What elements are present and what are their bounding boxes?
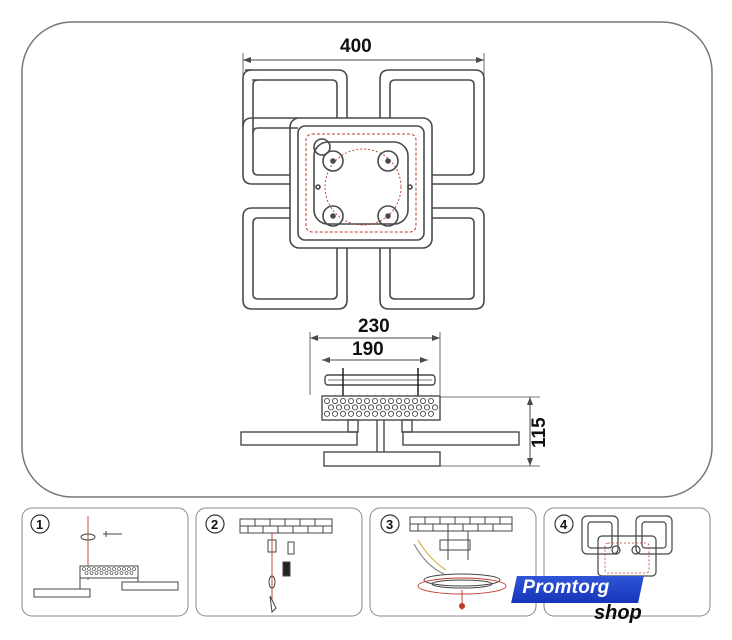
perforation-dot: [132, 567, 136, 571]
perforation-dot: [89, 571, 94, 575]
height-label: 115: [529, 417, 550, 448]
perforation-dot: [427, 397, 434, 404]
logo-bottom-text: shop: [594, 602, 642, 624]
arm-bottom-right: [379, 207, 485, 310]
perforation-dot: [395, 397, 402, 404]
step-3-panel: 3: [369, 507, 537, 617]
perforation-dot: [415, 404, 422, 411]
perforation-dot: [355, 410, 362, 417]
perforation-dot: [411, 397, 418, 404]
perforation-dot: [355, 397, 362, 404]
perforation-dot: [339, 397, 346, 404]
step-2-number: 2: [211, 517, 218, 532]
perforation-dot: [407, 404, 414, 411]
base-inner-width-label: 190: [352, 339, 384, 360]
perforation-dot: [97, 567, 101, 571]
perforation-dot: [379, 397, 386, 404]
perforation-dot: [343, 404, 350, 411]
perforation-dot: [107, 567, 111, 571]
logo-top-badge: Promtorg: [511, 576, 644, 603]
logo-top-text: Promtorg: [522, 577, 610, 598]
step-2-panel: 2: [195, 507, 363, 617]
perforation-dot: [124, 571, 129, 575]
perforation-dot: [427, 410, 434, 417]
perforation-dot: [347, 410, 354, 417]
perforation-dot: [323, 410, 330, 417]
perforation-dot: [403, 397, 410, 404]
perforation-dot: [371, 410, 378, 417]
perforation-dot: [104, 571, 109, 575]
perforation-dot: [379, 410, 386, 417]
perforation-dot: [112, 567, 116, 571]
perforation-dot: [383, 404, 390, 411]
perforation-dot: [92, 567, 96, 571]
arm-top-right: [379, 69, 485, 185]
perforation-dot: [323, 397, 330, 404]
main-drawing-frame: [21, 21, 713, 498]
perforation-dot: [403, 410, 410, 417]
perforation-dot: [431, 404, 438, 411]
top-width-label: 400: [340, 36, 372, 57]
perforation-dot: [335, 404, 342, 411]
perforation-dot: [411, 410, 418, 417]
perforation-dot: [371, 397, 378, 404]
perforation-dot: [375, 404, 382, 411]
perforation-dot: [367, 404, 374, 411]
perforation-dot: [363, 397, 370, 404]
base-width-label: 230: [358, 316, 390, 337]
perforation-dot: [109, 571, 114, 575]
perforation-dot: [399, 404, 406, 411]
arm-bottom-left: [242, 207, 348, 310]
perforation-dot: [117, 567, 121, 571]
perforation-dot: [363, 410, 370, 417]
top-view-drawing: [242, 53, 485, 310]
perforation-dot: [82, 567, 86, 571]
perforation-dot: [339, 410, 346, 417]
perforation-dot: [84, 571, 89, 575]
perforation-dot: [87, 567, 91, 571]
perforation-dot: [351, 404, 358, 411]
arm-top-left: [242, 69, 348, 185]
step-3-number: 3: [386, 517, 393, 532]
perforation-dot: [102, 567, 106, 571]
mount-points: [313, 138, 399, 227]
perforation-dot: [94, 571, 99, 575]
perforation-dot: [122, 567, 126, 571]
promtorg-shop-logo: Promtorg shop: [511, 576, 671, 630]
perforation-dot: [347, 397, 354, 404]
step-1-panel: 1: [21, 507, 189, 617]
perforation-dot: [419, 397, 426, 404]
perforation-dot: [327, 404, 334, 411]
perforation-dot: [127, 567, 131, 571]
perforation-dot: [359, 404, 366, 411]
perforation-dot: [387, 397, 394, 404]
perforation-dot: [331, 397, 338, 404]
perforation-dot: [114, 571, 119, 575]
canopy-pattern: [323, 397, 438, 417]
perforation-dot: [419, 410, 426, 417]
step-1-number: 1: [36, 517, 43, 532]
perforation-dot: [387, 410, 394, 417]
central-frame: [289, 117, 433, 249]
perforation-dot: [331, 410, 338, 417]
perforation-dot: [119, 571, 124, 575]
perforation-dot: [129, 571, 134, 575]
perforation-dot: [395, 410, 402, 417]
step-4-number: 4: [560, 517, 568, 532]
perforation-dot: [391, 404, 398, 411]
perforation-dot: [99, 571, 104, 575]
perforation-dot: [423, 404, 430, 411]
